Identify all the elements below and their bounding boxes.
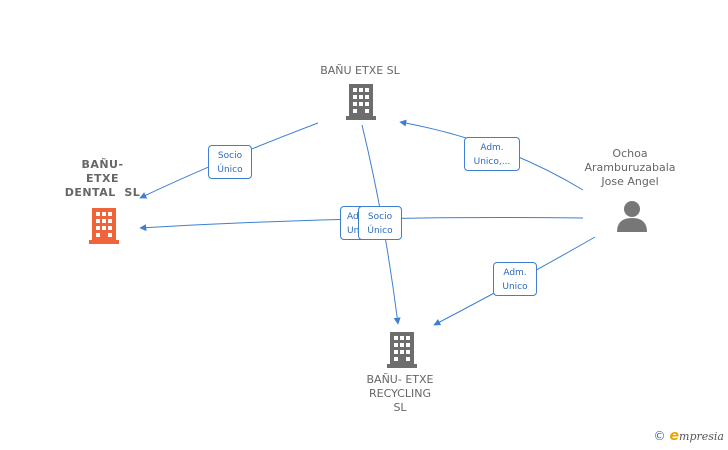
brand-logo-text: mpresia [679,430,724,443]
edge-label-text: Unico,... [473,157,511,167]
edge-label-socio-unico[interactable]: Socio Único [208,145,252,179]
edge-label-text: Unico [502,282,528,292]
edge-label-socio-unico[interactable]: Socio Único [358,206,402,240]
company-name-line: BAÑU- ETXE [366,373,434,386]
company-name-banu-etxe[interactable]: BAÑU ETXE SL [300,64,420,78]
edge-label-adm-unico[interactable]: Adm. Unico [493,262,537,296]
company-name-banu-dental[interactable]: BAÑU- ETXE DENTAL SL [55,158,150,200]
edge-label-text: Único [217,165,243,175]
company-name-line: BAÑU- [81,158,124,171]
copyright-icon: © [653,429,666,443]
edge-label-text: Socio [217,151,243,161]
company-name-banu-recycling[interactable]: BAÑU- ETXE RECYCLING SL [345,373,455,415]
edge-label-adm-unico[interactable]: Adm. Unico,... [464,137,520,171]
building-icon[interactable] [89,208,119,244]
edge-label-text: Adm. [480,143,504,153]
person-name-line: Aramburuzabala [584,161,676,174]
person-icon[interactable] [617,200,647,232]
person-name-line: Ochoa [612,147,648,160]
company-name-line: ETXE [85,172,119,185]
company-name-line: RECYCLING [368,387,431,400]
edge-label-text: Socio [367,212,393,222]
company-name-line: DENTAL SL [64,186,141,199]
edge-label-text: Único [367,226,393,236]
building-icon[interactable] [346,84,376,120]
person-name-line: Jose Angel [601,175,659,188]
building-icon[interactable] [387,332,417,368]
brand-footer: ©empresia [654,428,724,444]
brand-logo-initial: e [669,428,680,444]
company-name-line: BAÑU ETXE SL [320,64,400,77]
person-name-ochoa[interactable]: Ochoa Aramburuzabala Jose Angel [570,147,690,189]
company-name-line: SL [393,401,407,414]
edge-label-text: Adm. [503,268,527,278]
